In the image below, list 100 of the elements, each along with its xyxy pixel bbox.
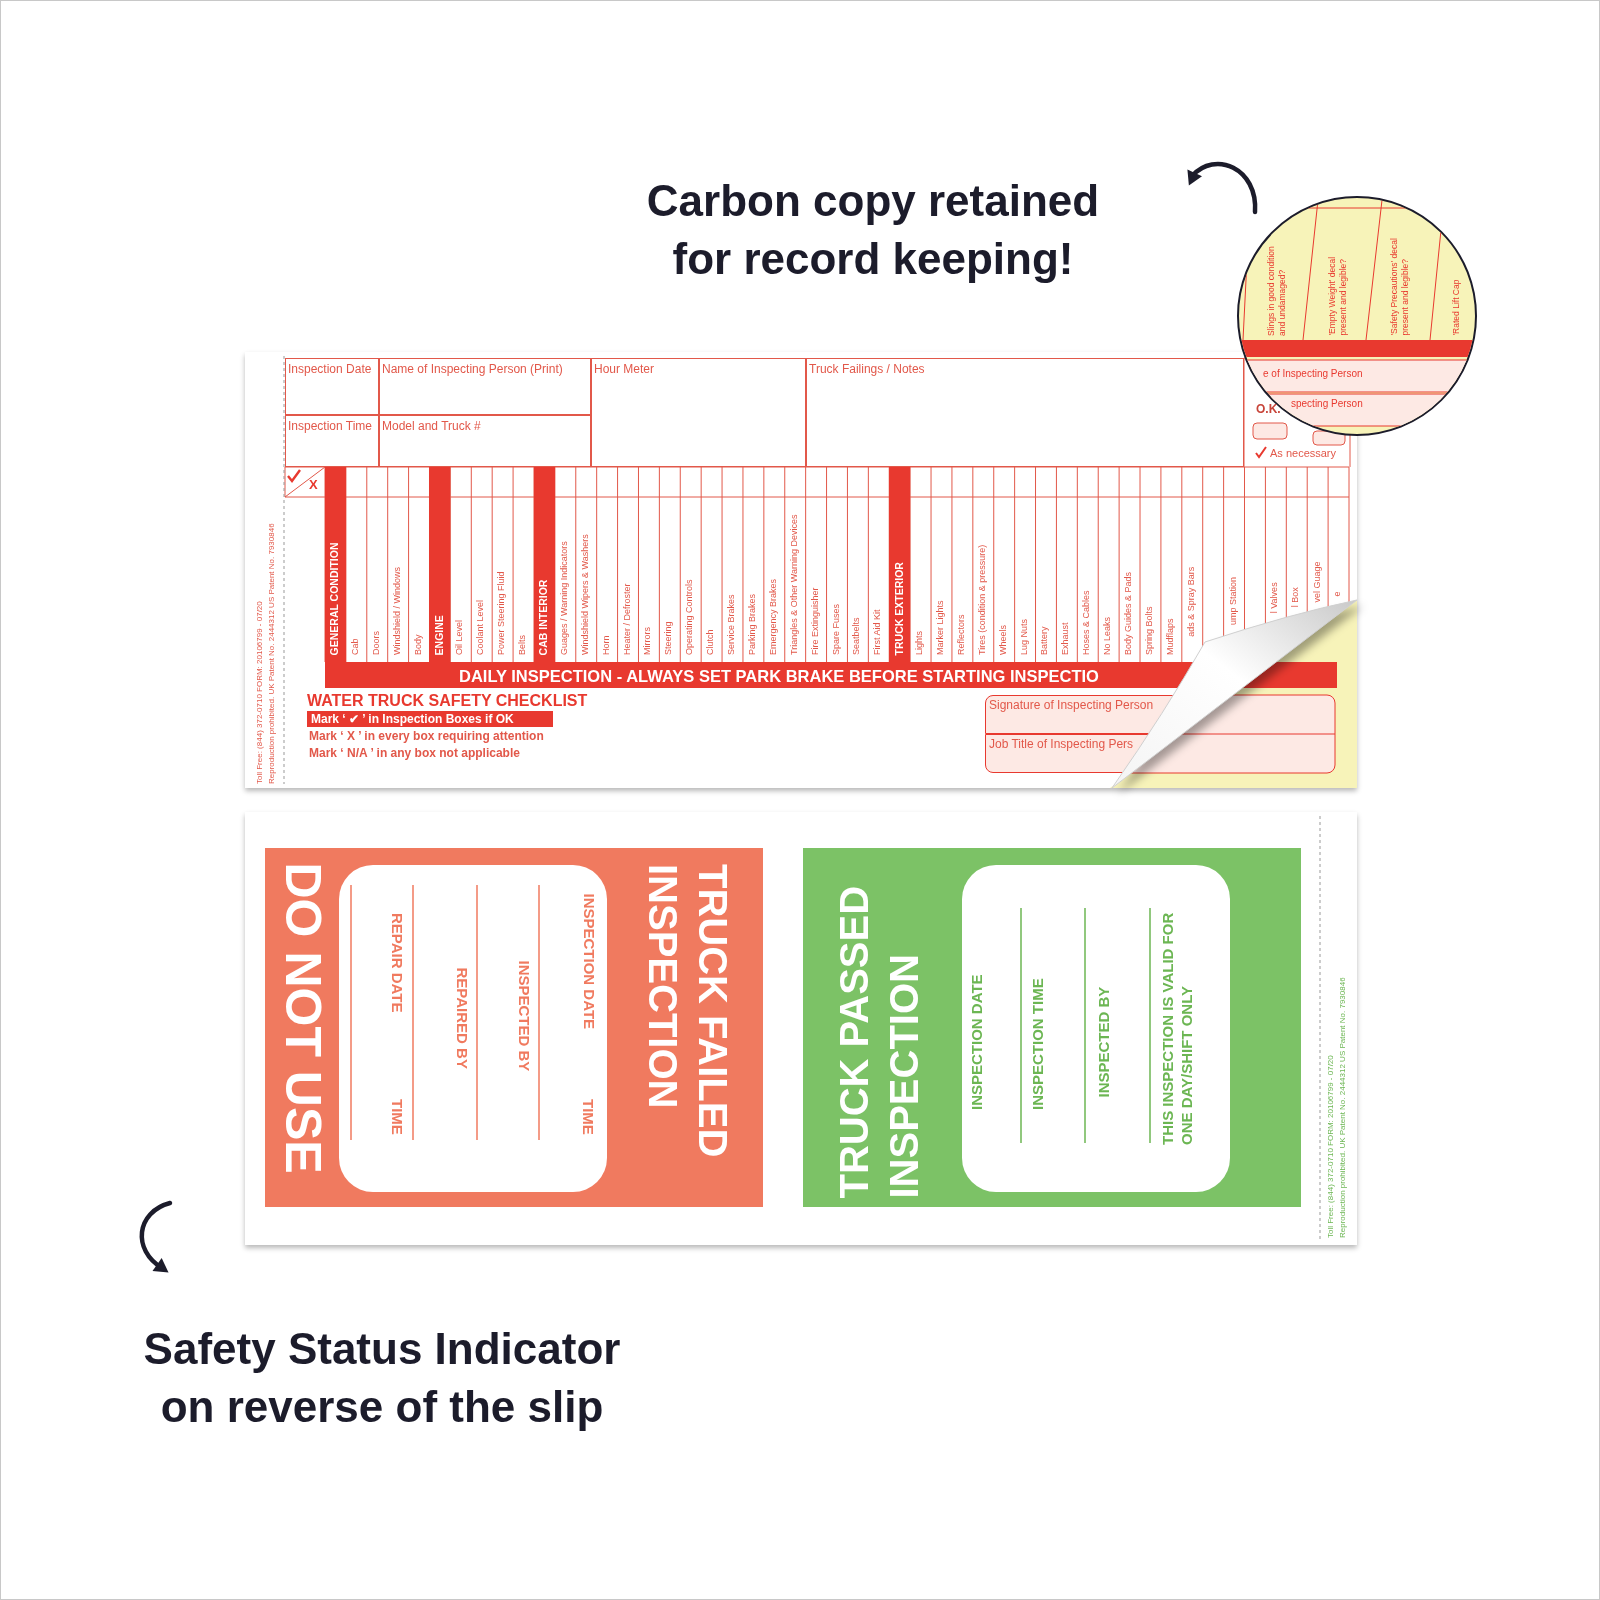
checklist-item-label: Body [412,633,424,655]
field-label: REPAIR DATE [388,913,406,1015]
form-field [379,358,591,415]
field-label: Inspection Time [288,419,373,433]
fine-print: Toll Free: (844) 372-0710 FORM: 20106799 - 07/20 [1326,1054,1336,1238]
cross-mark: X [309,477,318,493]
checklist-item-label: Triangles & Other Warning Devices [788,513,800,655]
banner-text: DAILY INSPECTION - ALWAYS SET PARK BRAKE BEFORE STARTING INSPECTIO [459,666,1099,686]
checklist-item-label: Tires (condition & pressure) [976,543,988,655]
section-header-bar [889,467,911,662]
form-field [806,358,1244,467]
tag-heading: TRUCK PASSED INSPECTION [830,884,926,1198]
checklist-item-label: ads & Spray Bars [1185,565,1197,637]
field-label: TIME [388,1099,406,1137]
checklist-item-label: First Aid Kit [872,608,884,655]
section-heading: GENERAL CONDITION [328,541,341,655]
checklist-item-label: Power Steering Fluid [496,570,508,655]
form-field [285,358,379,415]
checklist-item-label: Coolant Level [475,598,487,655]
checklist-item-label: vel Guage [1311,560,1323,602]
checklist-item-label: Belts [517,634,529,655]
instruction-text: Mark ‘ N/A ’ in any box not applicable [309,746,520,760]
checklist-item-label: Battery [1039,625,1051,655]
checklist-item-label: l Valves [1269,581,1281,614]
field-label: Hour Meter [594,362,655,376]
checklist-item-label: Clutch [705,628,717,655]
checklist-item-label: Lights [914,629,926,655]
passed-tag [803,848,1301,1207]
field-label: THIS INSPECTION IS VALID FOR ONE DAY/SHIFT ONLY [1158,911,1196,1145]
checklist-item-label: Parking Brakes [746,592,758,655]
magnified-text: 'Empty Weight' decal present and legible? [1326,255,1348,335]
checklist-item-label: Doors [370,630,382,655]
form-title: WATER TRUCK SAFETY CHECKLIST [307,691,588,710]
checklist-item-label: Mudflaps [1164,617,1176,655]
field-label: INSPECTION TIME [1028,977,1046,1110]
form-field [285,415,379,467]
failed-tag [265,848,763,1207]
fine-print: Reproduction prohibited. UK Patent No. 2444312 US Patent No. 7930846 [1338,976,1348,1238]
checklist-item-label: l Box [1290,586,1302,608]
field-label: INSPECTED BY [514,960,532,1073]
checklist-item-label: Spare Fuses [830,602,842,655]
checklist-item-label: Marker Lights [935,599,947,655]
fine-print: Reproduction prohibited. UK Patent No. 2444312 US Patent No. 7930846 [267,522,277,784]
checklist-item-label: Cab [349,637,361,655]
field-label: O.K. [1256,402,1281,416]
tag-heading: DO NOT USE [274,862,330,1176]
fine-print: Toll Free: (844) 372-0710 FORM: 20106799 - 07/20 [255,600,265,784]
checklist-item-label: Reflectors [955,613,967,655]
checklist-item-label: Seatbelts [851,616,863,655]
tag-slip [245,812,1357,1245]
checklist-item-label: Oil Level [454,619,466,655]
checklist-item-label: Horn [600,634,612,655]
checklist-item-label: Wheels [997,624,1009,655]
section-heading: CAB INTERIOR [537,578,550,655]
field-label: INSPECTION DATE [967,973,985,1110]
magnified-text: 'Rated Lift Cap [1450,278,1461,335]
form-field [379,415,591,467]
section-heading: ENGINE [432,613,446,655]
magnified-text: Slings in good condition and undamaged? [1266,245,1288,336]
caption: Carbon copy retained for record keeping! [645,175,1101,285]
checklist-item-label: Windshield / Windows [391,565,403,655]
checklist-item-label: Windshield Wipers & Washers [579,533,591,655]
checklist-item-label: Body Guides & Pads [1123,570,1135,655]
checklist-item-label: Fire Extinguisher [809,586,821,655]
field-label: Job Title of Inspecting Pers [989,737,1134,751]
checklist-item-label: e [1332,590,1344,597]
checklist-item-label: Hoses & Cables [1081,589,1093,655]
magnified-text: e of Inspecting Person [1263,368,1363,380]
magnified-text: specting Person [1291,398,1363,410]
tag-form-panel [339,865,607,1192]
magnified-text: 'Safety Precautions' decal present and legible? [1388,236,1410,335]
field-label: Name of Inspecting Person (Print) [382,362,563,376]
caption: Safety Status Indicator on reverse of the slip [142,1323,622,1433]
instruction-highlight [307,711,553,727]
checklist-item-label: No Leaks [1102,615,1114,655]
checklist-item-label: Spring Bolts [1144,605,1155,655]
checklist-item-label: Emergency Brakes [767,577,779,655]
checklist-item-label: Lug Nuts [1018,617,1030,655]
section-header-bar [429,467,451,662]
field-label: Truck Failings / Notes [809,362,925,376]
field-label: INSPECTED BY [1093,985,1111,1097]
checklist-item-label: ump Station [1227,576,1239,626]
field-label: Signature of Inspecting Person [989,698,1154,712]
field-label: Inspection Date [288,362,372,376]
tag-heading: TRUCK FAILED INSPECTION [640,864,736,1160]
checklist-item-label: Operating Controls [684,578,696,655]
field-label: Model and Truck # [382,419,481,433]
checklist-item-label: Mirrors [642,626,654,655]
checklist-item-label: Heater / Defroster [621,582,633,655]
section-header-bar [533,467,555,662]
section-heading: TRUCK EXTERIOR [892,560,906,655]
checklist-item-label: Exhaust [1060,621,1072,655]
form-field [591,358,806,467]
tag-form-panel [962,865,1230,1192]
section-header-bar [325,467,346,662]
checklist-item-label: Guages / Warning Indicators [558,540,570,655]
instruction-text: Mark ‘ ✔ ’ in Inspection Boxes if OK [311,712,514,726]
checklist-item-label: Service Brakes [726,593,738,655]
checklist-item-label: Steering [663,620,675,655]
field-label: INSPECTION DATE [579,893,597,1031]
